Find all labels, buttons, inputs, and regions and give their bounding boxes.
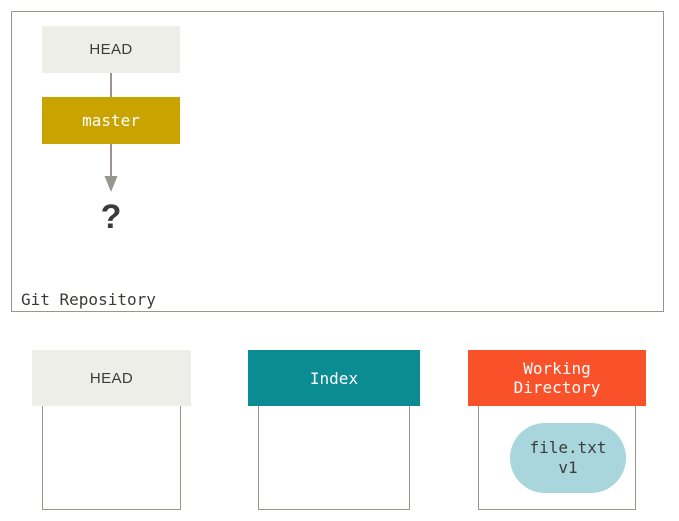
area-head-title: HEAD <box>89 369 134 387</box>
area-index-header: Index <box>248 350 420 406</box>
area-head-body <box>42 405 181 510</box>
connector-head-to-master <box>110 73 112 97</box>
file-blob-version: v1 <box>558 458 578 477</box>
repo-head-box: HEAD <box>42 26 180 73</box>
arrow-down-icon <box>104 144 118 192</box>
area-head-header: HEAD <box>32 350 191 406</box>
git-repository-label: Git Repository <box>21 290 156 309</box>
area-index-body <box>258 405 410 510</box>
area-working-directory-title-line-2: Directory <box>513 378 601 397</box>
file-blob: file.txt v1 <box>510 423 626 493</box>
repo-head-label: HEAD <box>89 41 133 58</box>
repo-unknown-commit-label: ? <box>100 198 122 236</box>
area-working-directory-title-line-1: Working <box>523 359 591 378</box>
area-working-directory-body: file.txt v1 <box>478 405 636 510</box>
repo-master-label: master <box>82 111 140 130</box>
area-working-directory-header: Working Directory <box>468 350 646 406</box>
file-blob-name: file.txt <box>529 438 607 457</box>
area-index-title: Index <box>309 368 359 388</box>
repo-master-branch-box: master <box>42 97 180 144</box>
